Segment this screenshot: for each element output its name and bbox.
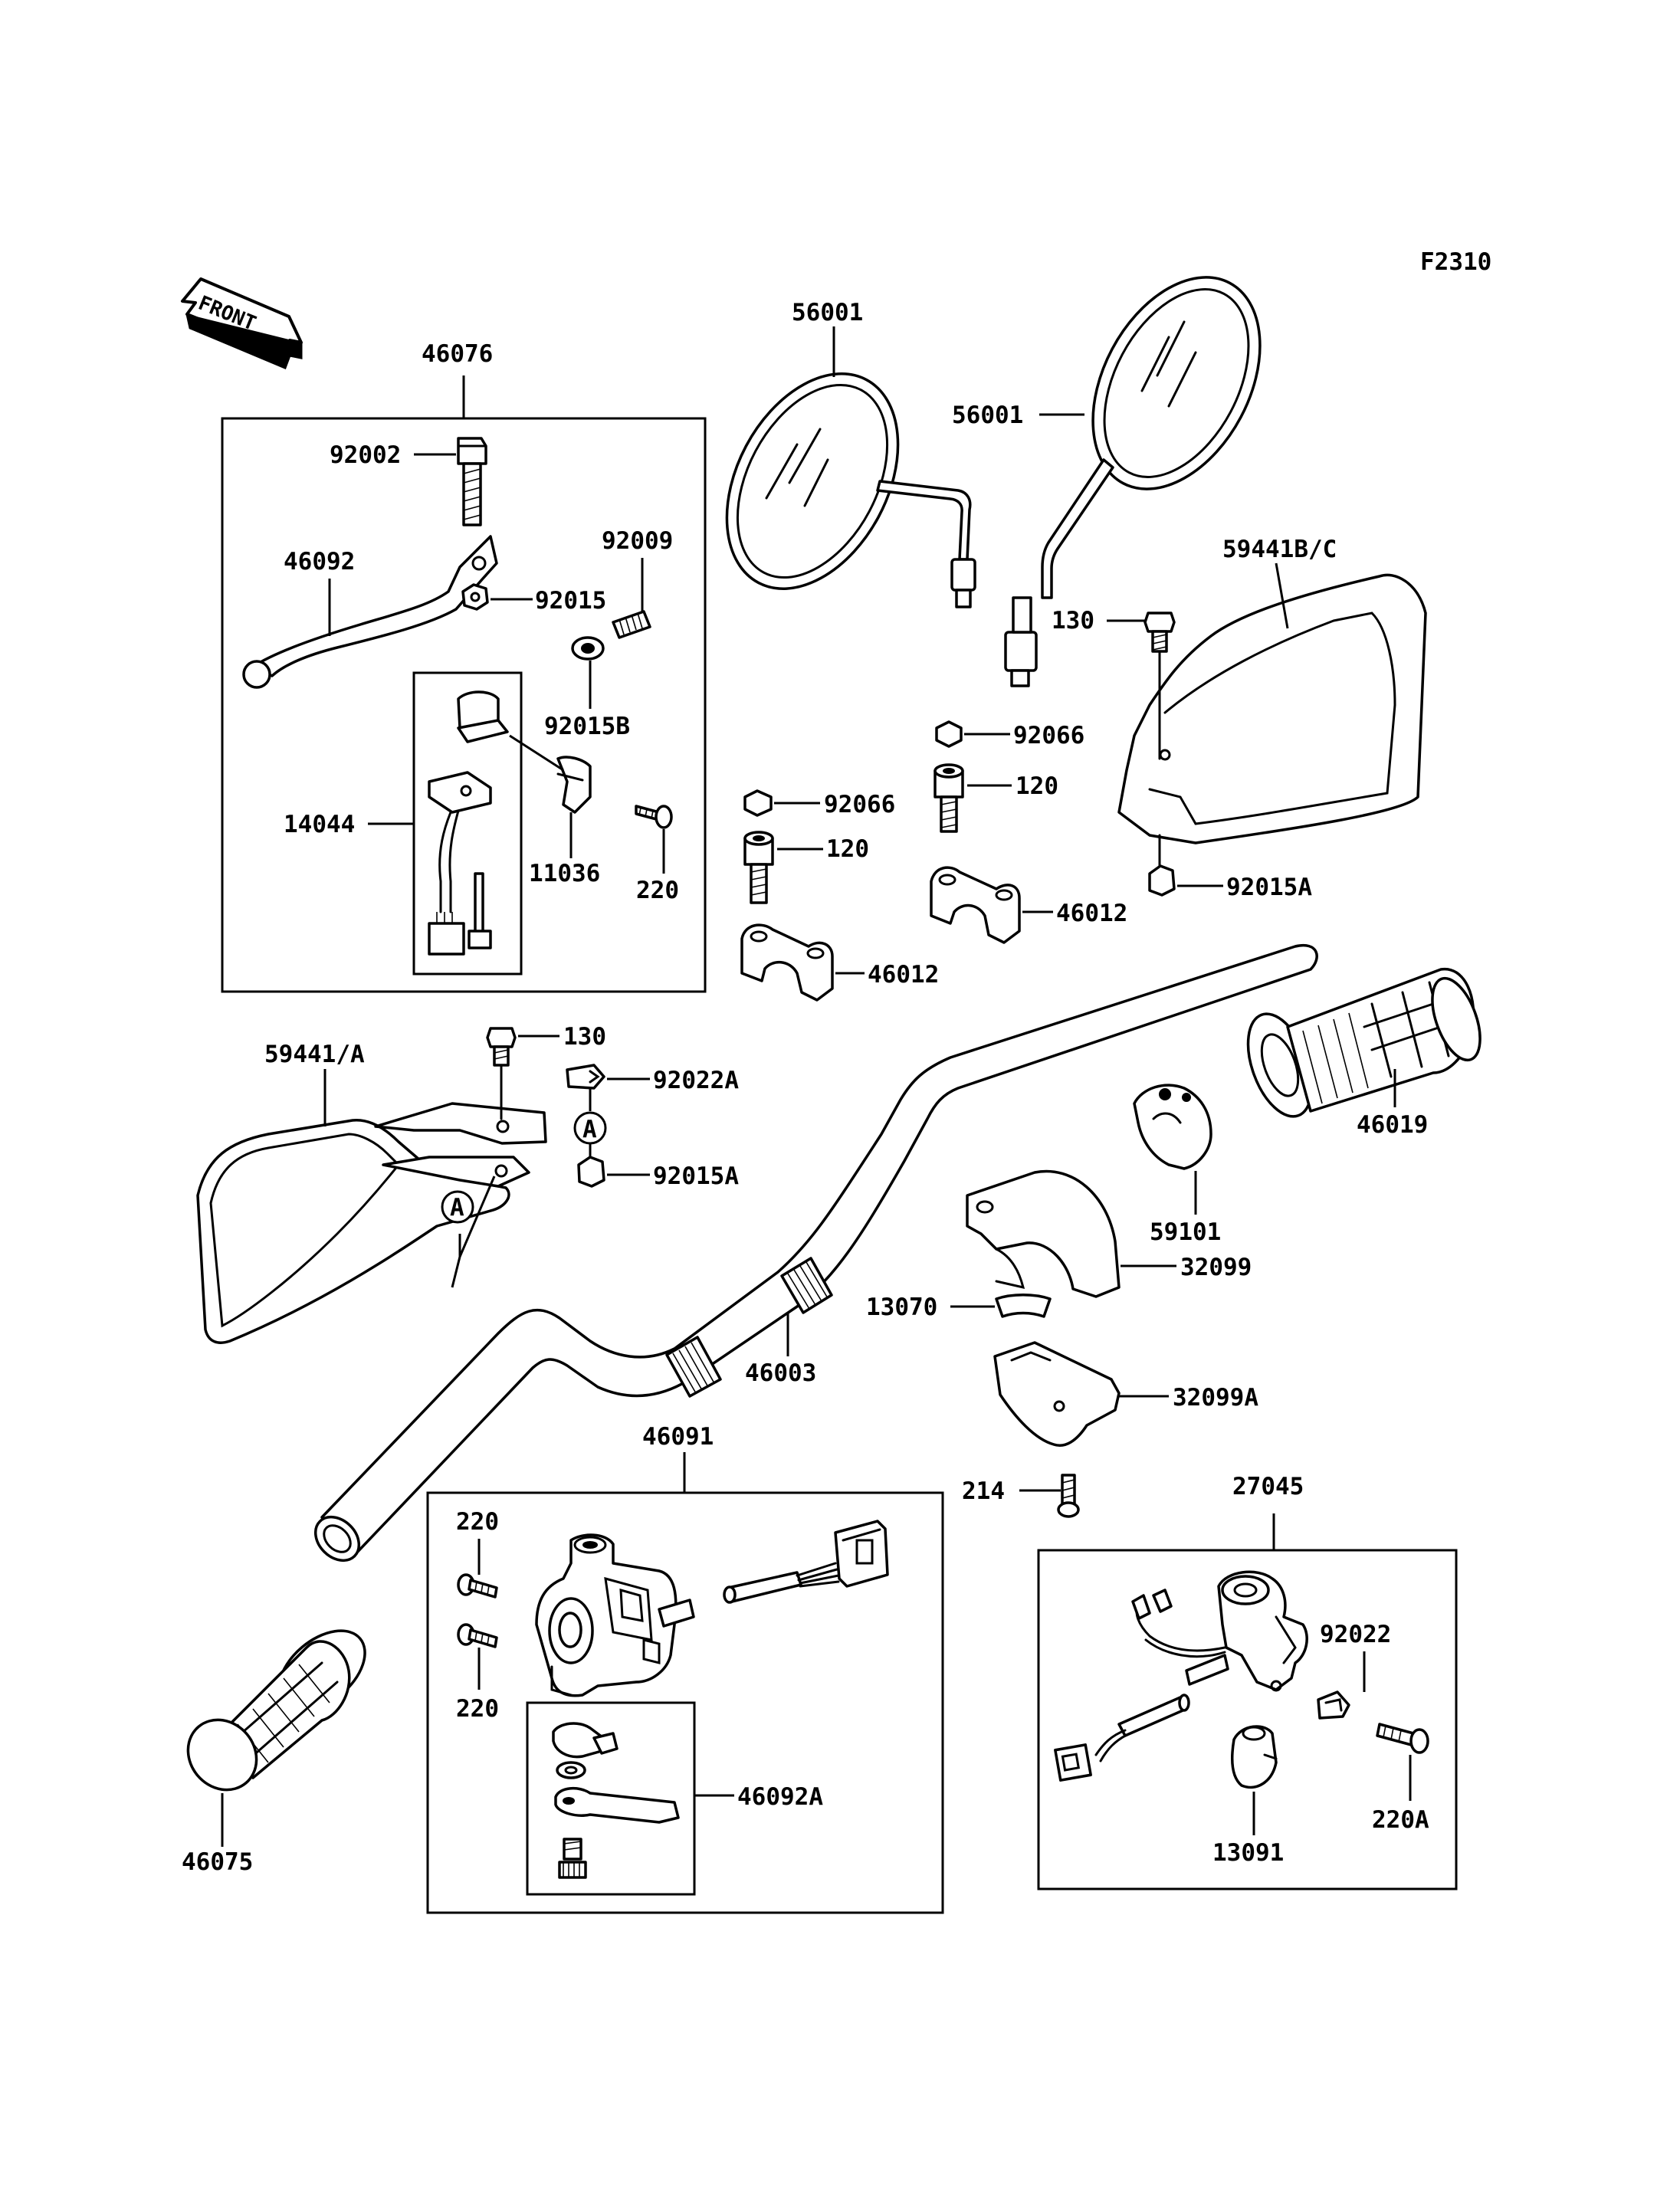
- washer-92066-left: [743, 789, 773, 817]
- callout-92015A-right: 92015A: [1226, 874, 1312, 901]
- screw-214: [1057, 1474, 1080, 1518]
- reference-marker-a-lower: [441, 1190, 474, 1224]
- callout-92002: 92002: [330, 441, 401, 469]
- handlebar-46003: [313, 943, 1318, 1562]
- bolt-130-right: [1144, 612, 1176, 653]
- handguard-59441BC: [1117, 573, 1427, 844]
- switch-assembly-46091-box: 46091 220 220: [426, 1423, 944, 1914]
- screw-220-b: [457, 1623, 498, 1648]
- switch-bracket-14044: [428, 690, 509, 956]
- clip-92022A: [566, 1064, 605, 1090]
- callout-56001-right: 56001: [952, 402, 1023, 429]
- callout-46003: 46003: [745, 1359, 816, 1387]
- throttle-housing-32099A: [993, 1341, 1121, 1447]
- handlebar-holder-46012-right: [930, 866, 1021, 944]
- callout-A-upper: A: [582, 1116, 597, 1143]
- callout-A-lower: A: [450, 1194, 464, 1221]
- callout-14044: 14044: [284, 811, 355, 838]
- callout-220A: 220A: [1372, 1806, 1429, 1834]
- callout-92015: 92015: [535, 587, 606, 615]
- callout-32099: 32099: [1180, 1254, 1252, 1281]
- callout-32099A: 32099A: [1173, 1384, 1258, 1412]
- nut-92015: [461, 583, 489, 611]
- mirror-56001-right: [1004, 276, 1262, 687]
- callout-92022: 92022: [1320, 1621, 1391, 1648]
- callout-59101: 59101: [1150, 1218, 1221, 1246]
- callout-46012-right: 46012: [1056, 900, 1127, 927]
- guide-13070: [995, 1294, 1052, 1318]
- grip-46075: [186, 1629, 366, 1792]
- callout-92015A-left: 92015A: [653, 1162, 739, 1190]
- callout-46092A: 46092A: [737, 1783, 823, 1811]
- bracket-11036: [556, 756, 592, 814]
- callout-13070: 13070: [866, 1294, 937, 1321]
- throttle-pulley-59101: [1133, 1084, 1212, 1170]
- callout-56001-left: 56001: [792, 299, 863, 326]
- callout-59441BC: 59441B/C: [1222, 536, 1337, 563]
- callout-92009: 92009: [602, 527, 673, 555]
- callout-220-b: 220: [456, 1695, 499, 1723]
- callout-92022A: 92022A: [653, 1067, 739, 1094]
- switch-housing: [535, 1533, 695, 1697]
- throttle-housing-32099: [966, 1169, 1121, 1298]
- callout-214: 214: [962, 1477, 1005, 1505]
- washer-92066-right: [935, 720, 963, 748]
- handguard-59441A: [196, 1102, 547, 1344]
- adjuster-92009: [612, 610, 651, 639]
- callout-130-left: 130: [563, 1023, 606, 1051]
- adjuster-bolt-92002: [457, 437, 487, 526]
- clip-92022: [1317, 1690, 1350, 1720]
- callout-92066-left: 92066: [824, 791, 895, 818]
- screw-220A: [1376, 1723, 1429, 1754]
- bolt-130-left: [486, 1027, 517, 1067]
- callout-220-a: 220: [456, 1508, 499, 1536]
- callout-92015B: 92015B: [544, 713, 630, 740]
- choke-lever-46092A: [552, 1722, 680, 1879]
- callout-46075: 46075: [182, 1848, 253, 1876]
- callout-130-right: 130: [1052, 607, 1094, 635]
- screw-220-a: [457, 1573, 498, 1599]
- callout-59441A: 59441/A: [264, 1041, 365, 1068]
- bolt-120-right: [934, 763, 964, 833]
- locknut-92015B: [571, 636, 605, 661]
- callout-13091: 13091: [1212, 1839, 1284, 1867]
- front-arrow-icon: FRONT: [181, 277, 303, 369]
- callout-46092: 46092: [284, 548, 355, 575]
- callout-120-right: 120: [1016, 772, 1058, 800]
- connector-46091: [834, 1520, 889, 1588]
- screw-220-top: [635, 805, 673, 829]
- callout-11036: 11036: [529, 860, 600, 887]
- callout-92066-right: 92066: [1013, 722, 1084, 749]
- callout-46012-left: 46012: [868, 961, 939, 989]
- switch-assembly-27045-box: 27045 92022 220A: [1037, 1473, 1458, 1890]
- kill-switch-housing: [1217, 1570, 1308, 1692]
- clutch-lever-assembly-box: 46076 92002 46092 92015: [221, 340, 707, 993]
- clutch-lever-46092: [242, 535, 498, 689]
- callout-220-top: 220: [636, 877, 679, 904]
- mirror-56001-left: [725, 372, 976, 608]
- callout-120-left: 120: [826, 835, 869, 863]
- callout-46076: 46076: [422, 340, 493, 368]
- nut-92015A-right: [1148, 864, 1176, 897]
- callout-46019: 46019: [1357, 1111, 1428, 1139]
- callout-27045: 27045: [1232, 1473, 1304, 1500]
- bolt-120-left: [743, 831, 774, 904]
- throttle-grip-46019: [1246, 967, 1481, 1118]
- diagram-code: F2310: [1420, 248, 1491, 276]
- switch-13091: [1230, 1725, 1278, 1789]
- handlebar-holder-46012-left: [740, 923, 834, 1002]
- callout-46091: 46091: [642, 1423, 714, 1451]
- nut-92015A-left: [577, 1156, 605, 1188]
